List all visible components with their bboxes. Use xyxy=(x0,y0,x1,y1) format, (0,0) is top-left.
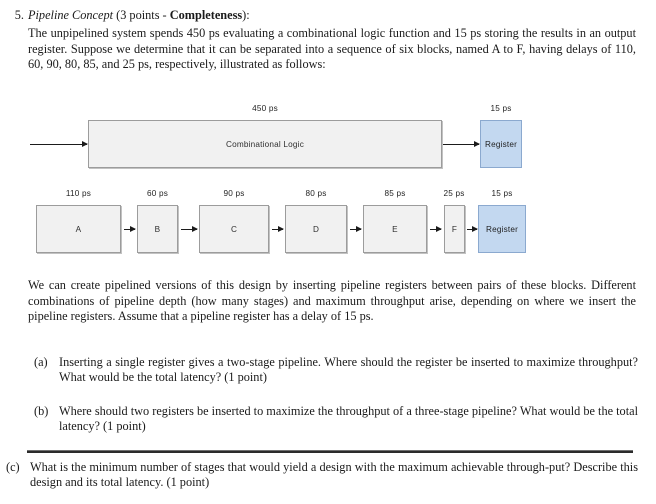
arrow-e-to-f xyxy=(430,225,442,232)
block-c: C xyxy=(199,205,269,253)
question-5-heading: 5. Pipeline Concept (3 points - Complete… xyxy=(8,8,648,23)
delay-label-c: 90 ps xyxy=(223,189,245,198)
question-title-line: Pipeline Concept (3 points - Completenes… xyxy=(28,8,648,23)
subquestion-a: (a) Inserting a single register gives a … xyxy=(34,355,638,386)
block-label: C xyxy=(230,224,238,234)
subquestion-a-marker: (a) xyxy=(34,355,48,369)
arrow-b-to-c xyxy=(181,225,198,232)
delay-label-combinational-logic: 450 ps xyxy=(252,104,278,113)
block-label: A xyxy=(75,224,82,234)
input-arrow xyxy=(30,140,88,147)
block-a: A xyxy=(36,205,121,253)
page-divider-rule xyxy=(27,450,633,453)
delay-label-a: 110 ps xyxy=(65,189,92,198)
block-b: B xyxy=(137,205,178,253)
arrow-c-to-d xyxy=(272,225,284,232)
block-register: Register xyxy=(478,205,526,253)
block-label: B xyxy=(154,224,161,234)
subquestion-c-text: What is the minimum number of stages tha… xyxy=(30,460,638,490)
question-title: Pipeline Concept xyxy=(28,8,114,22)
subquestion-b-text: Where should two registers be inserted t… xyxy=(59,404,638,434)
arrow-d-to-e xyxy=(350,225,362,232)
question-title-open: (3 points - xyxy=(113,8,170,22)
question-title-close: ): xyxy=(242,8,250,22)
subquestion-a-text: Inserting a single register gives a two-… xyxy=(59,355,638,385)
block-f: F xyxy=(444,205,465,253)
subquestion-c-marker: (c) xyxy=(6,460,20,474)
subquestion-c: (c) What is the minimum number of stages… xyxy=(6,460,638,491)
block-d: D xyxy=(285,205,347,253)
block-combinational-logic: Combinational Logic xyxy=(88,120,442,168)
subquestion-b: (b) Where should two registers be insert… xyxy=(34,404,638,435)
block-label: Register xyxy=(485,224,519,234)
logic-to-register-arrow xyxy=(443,140,480,147)
arrow-f-to-register xyxy=(467,225,478,232)
question-number: 5. xyxy=(14,8,24,22)
block-label: E xyxy=(392,224,398,234)
block-label: Register xyxy=(484,139,518,149)
arrow-a-to-b xyxy=(124,225,136,232)
delay-label-e: 85 ps xyxy=(384,189,406,198)
pipelining-paragraph: We can create pipelined versions of this… xyxy=(28,278,636,324)
block-label: Combinational Logic xyxy=(226,139,304,149)
delay-label-f: 25 ps xyxy=(443,189,465,198)
delay-label-register: 15 ps xyxy=(490,104,512,113)
unpipelined-diagram: 450 ps 15 ps Combinational Logic Registe… xyxy=(0,100,656,178)
block-label: F xyxy=(451,224,458,234)
block-register: Register xyxy=(480,120,522,168)
delay-label-d: 80 ps xyxy=(305,189,327,198)
intro-paragraph: The unpipelined system spends 450 ps eva… xyxy=(28,26,636,72)
subquestion-b-marker: (b) xyxy=(34,404,49,418)
block-label: D xyxy=(312,224,320,234)
delay-label-register: 15 ps xyxy=(491,189,513,198)
delay-label-b: 60 ps xyxy=(146,189,169,198)
question-title-bold: Completeness xyxy=(169,8,243,22)
pipelined-diagram: 110 ps 60 ps 90 ps 80 ps 85 ps 25 ps 15 … xyxy=(0,185,656,263)
block-e: E xyxy=(363,205,427,253)
